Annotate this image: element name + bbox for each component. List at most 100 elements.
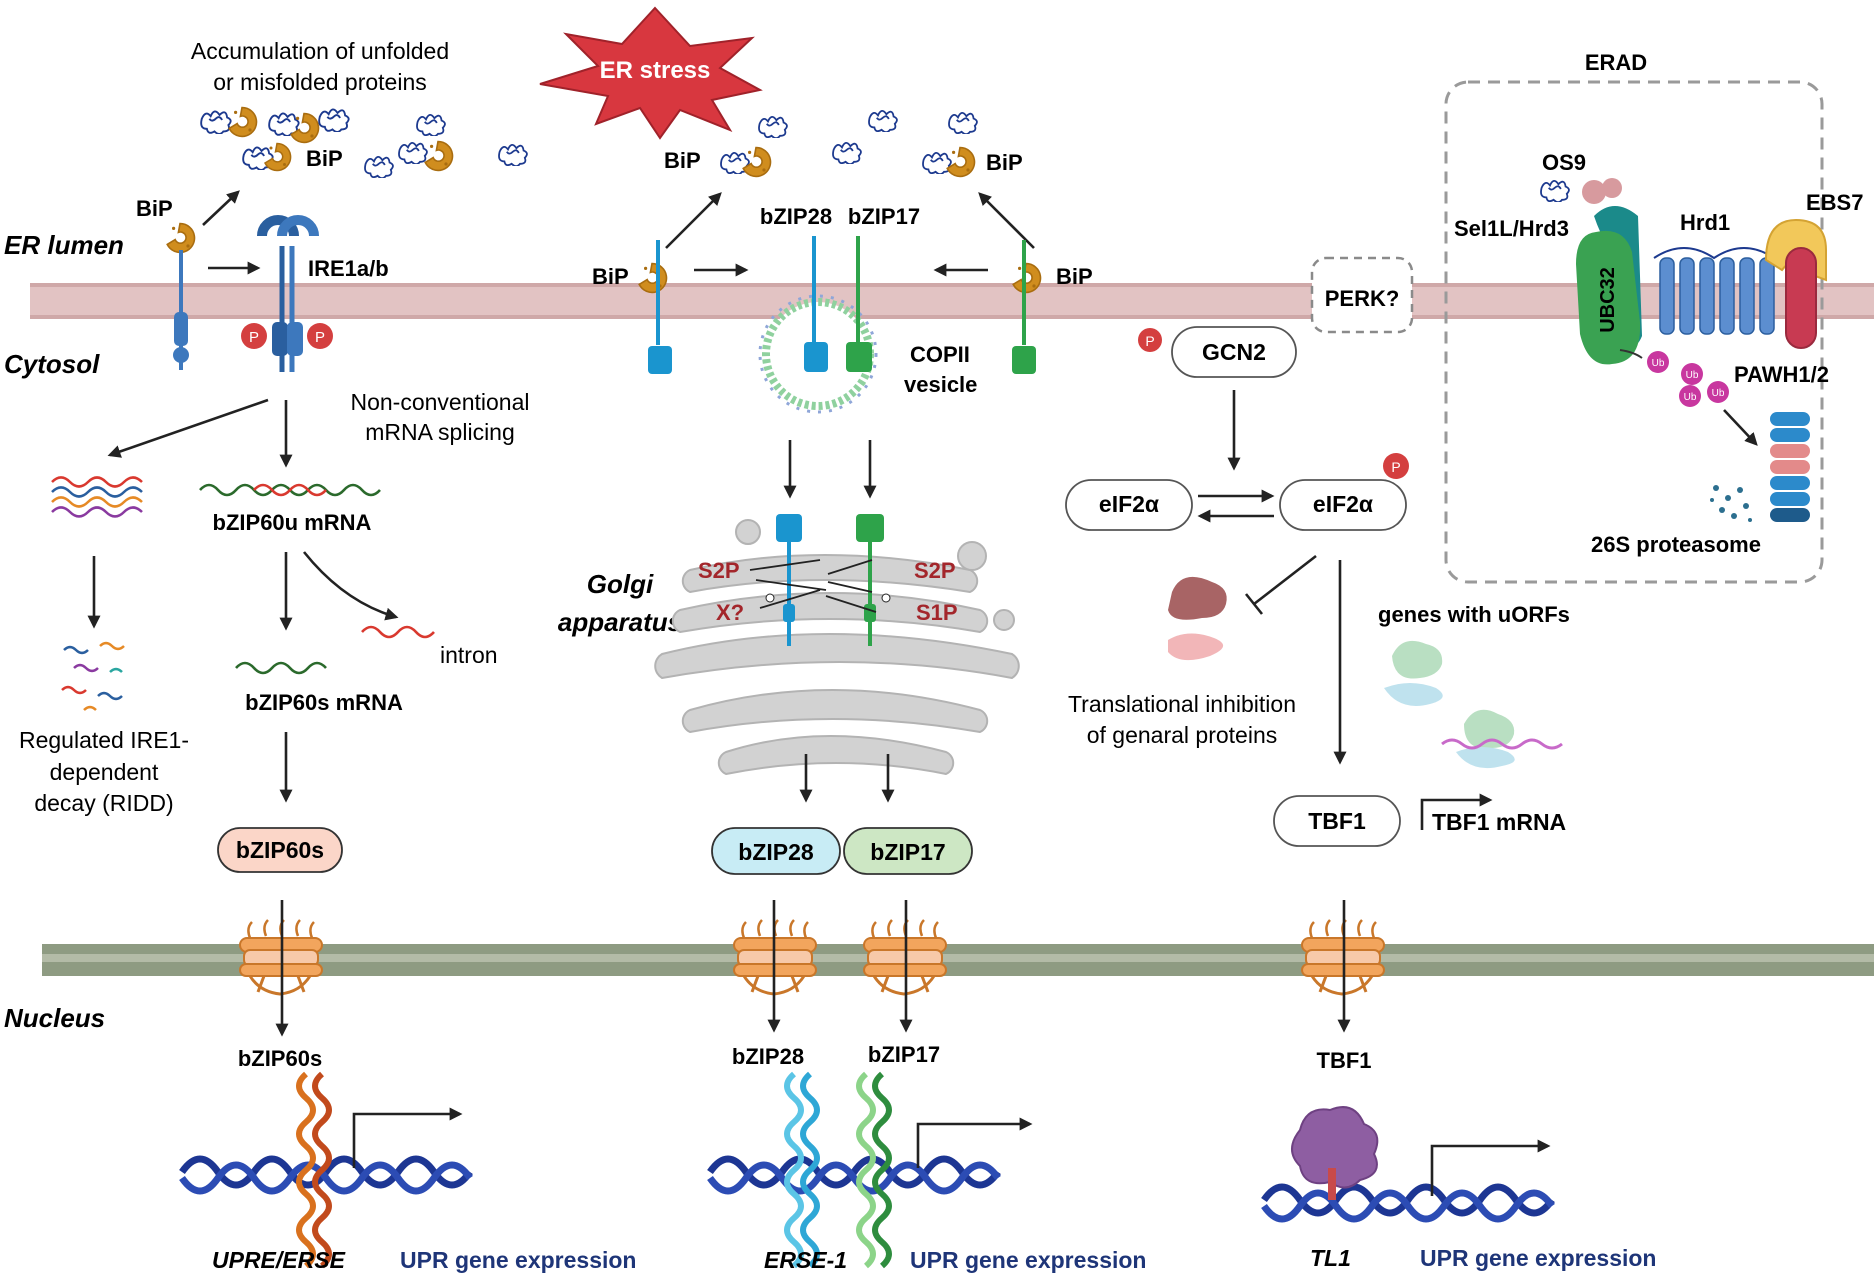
ridd-label-3: decay (RIDD) — [34, 790, 173, 816]
ire1-phospho-right: P — [315, 329, 325, 346]
ubiquitin-chain: Ub Ub Ub Ub — [1619, 349, 1729, 407]
os9-label: OS9 — [1542, 150, 1586, 175]
er-membrane — [30, 283, 1874, 319]
sel1l-label: Sel1L/Hrd3 — [1454, 216, 1569, 241]
upre-erse-label: UPRE/ERSE — [212, 1247, 346, 1273]
uorfs-label: genes with uORFs — [1378, 602, 1570, 627]
nucleus-label: Nucleus — [4, 1003, 105, 1033]
tbf1-nuclear-label: TBF1 — [1317, 1048, 1372, 1073]
bzip28-coiled-coil — [784, 1071, 820, 1269]
x-protease-label: X? — [716, 600, 744, 625]
dna-helix-1 — [179, 1155, 473, 1195]
golgi-label-1: Golgi — [587, 569, 654, 599]
inhibition-line — [1253, 554, 1317, 606]
gcn2-phospho — [1138, 328, 1162, 352]
tbf1-mrna-arrow — [1420, 793, 1493, 830]
transcription-arrow-3 — [1430, 1139, 1551, 1196]
upr-expression-3: UPR gene expression — [1420, 1245, 1656, 1271]
s1p-label: S1P — [916, 600, 958, 625]
bzip17-inactive — [1012, 240, 1036, 374]
bzip60s-nuclear-label: bZIP60s — [238, 1046, 322, 1071]
bzip17-protein-label: bZIP17 — [870, 839, 945, 865]
proteasome-label: 26S proteasome — [1591, 532, 1761, 557]
bip-label-center-right: BiP — [986, 150, 1023, 175]
erad-title: ERAD — [1585, 50, 1647, 75]
hrd1-protein — [1653, 247, 1775, 335]
gcn2-label: GCN2 — [1202, 339, 1266, 365]
bzip60u-mrna-wave — [199, 483, 381, 497]
copii-label-2: vesicle — [904, 372, 977, 397]
ire1-dimer: P P — [241, 215, 333, 372]
ire1-label: IRE1a/b — [308, 256, 389, 281]
accumulation-label-1: Accumulation of unfolded — [191, 38, 449, 64]
eif2a-label-left: eIF2α — [1099, 491, 1159, 517]
bip-unfolded-proteins-center — [720, 109, 978, 178]
ire1-inactive-monomer — [173, 250, 189, 370]
bip-bzip17 — [1012, 262, 1042, 294]
nuclear-envelope — [42, 944, 1874, 976]
golgi-stack — [654, 519, 1020, 776]
bip-label-ire1: BiP — [136, 196, 173, 221]
upr-expression-1: UPR gene expression — [400, 1247, 636, 1273]
pawh-label: PAWH1/2 — [1734, 362, 1829, 387]
bip-label-bzip17: BiP — [1056, 264, 1093, 289]
accumulation-label-2: or misfolded proteins — [213, 69, 427, 95]
bzip17-label-top: bZIP17 — [848, 204, 920, 229]
ubc32-protein: UBC32 — [1576, 230, 1641, 365]
ridd-label-1: Regulated IRE1- — [19, 727, 189, 753]
bzip28-protein-label: bZIP28 — [738, 839, 814, 865]
bzip28-inactive — [648, 240, 672, 374]
pawh-protein — [1785, 247, 1817, 349]
bip-ire1 — [166, 222, 196, 254]
gcn2-phospho-label: P — [1145, 333, 1154, 349]
ebs7-label: EBS7 — [1806, 190, 1863, 215]
ub-label-4: Ub — [1712, 388, 1725, 399]
intron-wave — [361, 625, 435, 639]
eif2a-box-right — [1279, 479, 1407, 531]
bzip28-protein-box — [711, 827, 841, 875]
ubc32-label: UBC32 — [1597, 267, 1619, 333]
eif2a-phospho — [1383, 453, 1409, 479]
ub-label-2: Ub — [1686, 370, 1699, 381]
ridd-label-2: dependent — [50, 759, 159, 785]
er-lumen-label: ER lumen — [4, 230, 124, 260]
bzip60u-mrna-label: bZIP60u mRNA — [213, 510, 372, 535]
bzip28-golgi — [776, 514, 802, 646]
perk-label: PERK? — [1325, 286, 1400, 311]
os9-protein — [1540, 178, 1622, 204]
s2p-label-17: S2P — [914, 558, 956, 583]
bzip17-coiled-coil — [856, 1071, 892, 1269]
bzip17-golgi — [856, 514, 884, 646]
upr-expression-2: UPR gene expression — [910, 1247, 1146, 1273]
hrd1-label: Hrd1 — [1680, 210, 1730, 235]
inhibition-label-1: Translational inhibition — [1068, 691, 1296, 717]
gcn2-box — [1171, 326, 1297, 378]
bzip28-label-top: bZIP28 — [760, 204, 832, 229]
bzip17-nuclear-label: bZIP17 — [868, 1042, 940, 1067]
bip-bzip28 — [638, 262, 668, 294]
tl1-label: TL1 — [1310, 1245, 1351, 1271]
eif2a-box-left — [1065, 479, 1193, 531]
bip-label-bzip28: BiP — [592, 264, 629, 289]
ridd-fragments — [61, 641, 125, 711]
bzip28-nuclear-label: bZIP28 — [732, 1044, 804, 1069]
copii-vesicle — [758, 236, 878, 414]
bip-label-cluster: BiP — [306, 146, 343, 171]
golgi-label-2: apparatus — [558, 607, 682, 637]
dna-helix-3 — [1261, 1183, 1555, 1223]
intron-label: intron — [440, 642, 498, 668]
tbf1-box — [1273, 795, 1401, 847]
transcription-arrow-1 — [352, 1107, 463, 1168]
ub-label-1: Ub — [1652, 358, 1665, 369]
bzip60s-mrna-wave — [235, 661, 327, 675]
unfolded-proteins-cluster — [200, 106, 528, 178]
ribosome-inhibited — [1168, 576, 1227, 661]
bzip60s-protein-label: bZIP60s — [236, 837, 324, 863]
peptide-fragments — [1710, 485, 1752, 522]
bip-label-center-left: BiP — [664, 148, 701, 173]
proteasome-26s — [1770, 412, 1810, 522]
ire1-phospho-left: P — [249, 329, 259, 346]
er-stress-label: ER stress — [600, 57, 711, 84]
